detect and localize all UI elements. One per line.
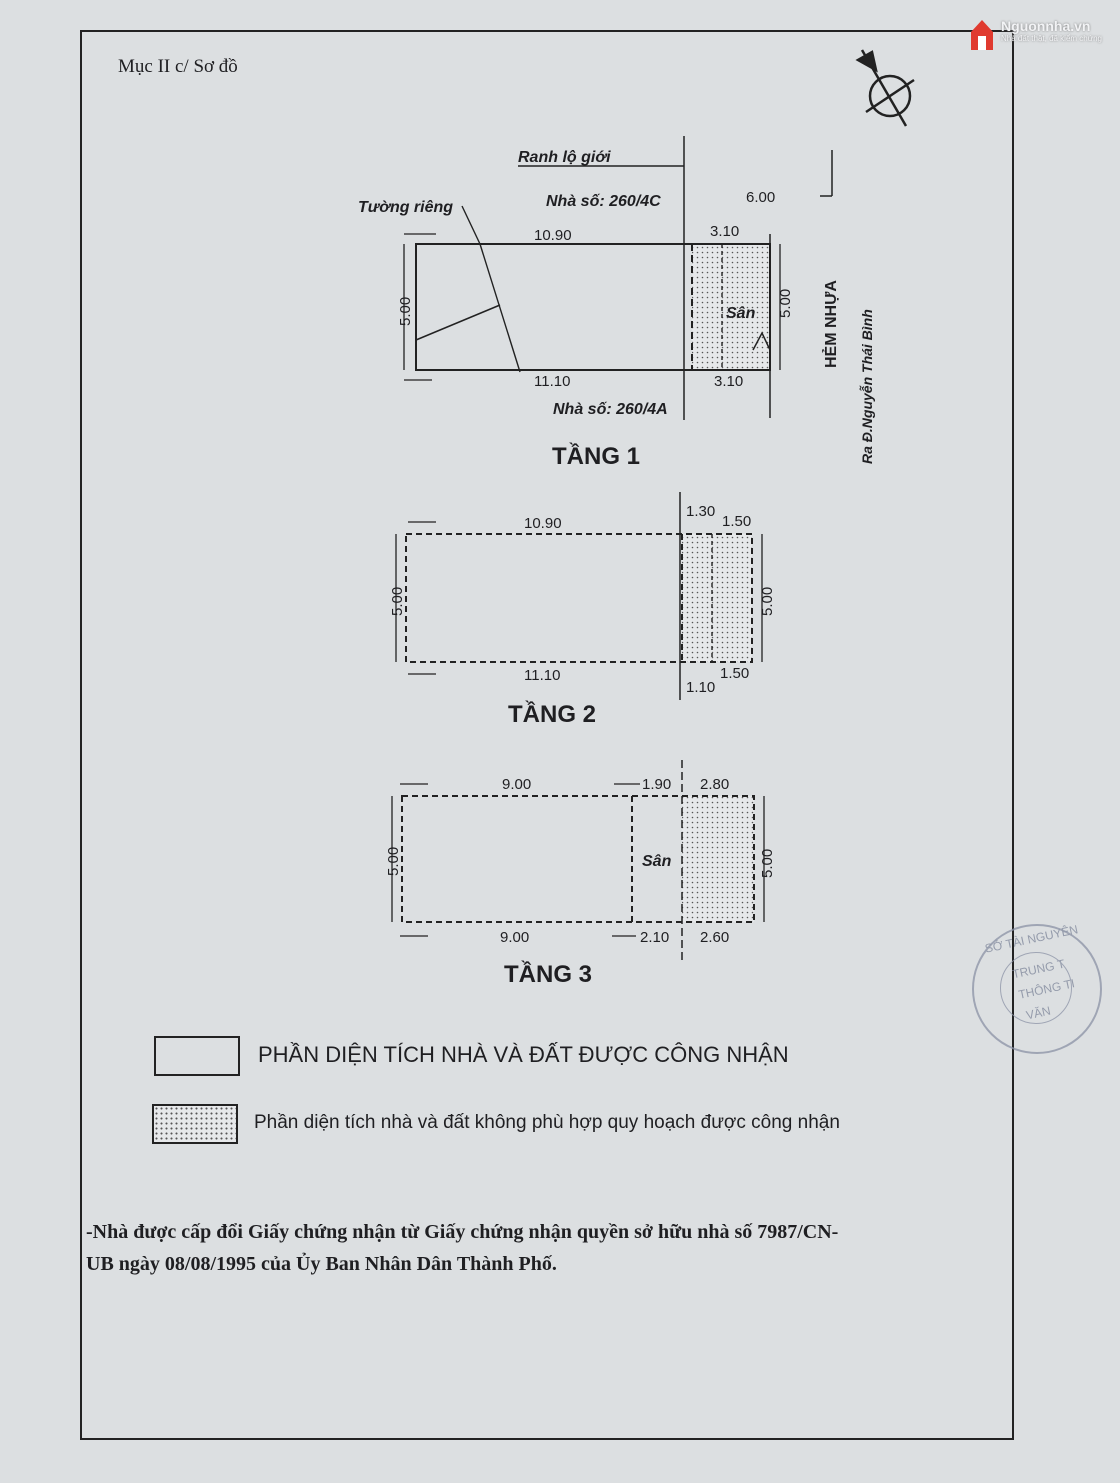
f1-dim-right: 5.00	[777, 289, 794, 318]
tuong-rieng-label: Tường riêng	[358, 199, 453, 216]
legend-recognized-label: PHẦN DIỆN TÍCH NHÀ VÀ ĐẤT ĐƯỢC CÔNG NHẬN	[258, 1042, 789, 1067]
f1-dim-bottom: 11.10	[534, 373, 570, 390]
official-stamp: SỞ TÀI NGUYÊN TRUNG T THÔNG TI VĂN	[972, 922, 1102, 1054]
floor1-san-label: Sân	[726, 305, 756, 322]
floor2-plan	[395, 492, 763, 700]
watermark: Nguonnha.vn Nhà đất thật, đã kiểm chứng	[969, 18, 1102, 52]
section-title: Mục II c/ Sơ đồ	[118, 56, 238, 77]
floor1-title: TẦNG 1	[552, 442, 640, 470]
neighbor-top-label: Nhà số: 260/4C	[546, 193, 661, 210]
f2-dim-left: 5.00	[389, 587, 406, 616]
floor3-san-label: Sân	[642, 853, 672, 870]
footnote-line-2: UB ngày 08/08/1995 của Ủy Ban Nhân Dân T…	[86, 1253, 557, 1275]
f2-dim-bottom-right: 1.50	[720, 665, 749, 682]
alley-label: HẺM NHỰA	[821, 280, 840, 368]
f2-dim-bottom: 11.10	[524, 667, 560, 684]
f2-dim-top: 10.90	[524, 515, 562, 532]
floor3-title: TẦNG 3	[504, 960, 592, 988]
f3-dim-bottom-right: 2.60	[700, 929, 729, 946]
house-logo-icon	[971, 20, 994, 50]
f3-dim-top: 9.00	[502, 776, 531, 793]
street-label: Ra Đ.Nguyễn Thái Bình	[859, 309, 875, 464]
watermark-name: Nguonnha.vn	[1001, 18, 1091, 34]
neighbor-bottom-label: Nhà số: 260/4A	[553, 401, 668, 418]
f3-dim-bottom-mid: 2.10	[640, 929, 669, 946]
f2-dim-right: 5.00	[759, 587, 776, 616]
f1-dim-top-right: 3.10	[710, 223, 739, 240]
footnote-line-1: -Nhà được cấp đổi Giấy chứng nhận từ Giấ…	[86, 1221, 839, 1243]
footnote: -Nhà được cấp đổi Giấy chứng nhận từ Giấ…	[86, 1216, 1016, 1280]
document-frame	[80, 30, 1014, 1440]
f3-dim-right: 5.00	[759, 849, 776, 878]
f1-dim-top: 10.90	[534, 227, 572, 244]
stamp-inner-text-2: THÔNG TI	[1017, 976, 1076, 1002]
floor1-plan	[403, 136, 833, 420]
legend-non-conforming-label: Phần diện tích nhà và đất không phù hợp …	[254, 1112, 840, 1133]
ranh-lo-gioi-label: Ranh lộ giới	[518, 149, 611, 166]
f1-dim-road: 6.00	[746, 189, 775, 206]
legend-swatch-non-conforming	[152, 1104, 238, 1144]
f3-dim-top-right: 2.80	[700, 776, 729, 793]
f2-dim-top-mid: 1.30	[686, 503, 715, 520]
f3-dim-top-mid: 1.90	[642, 776, 671, 793]
legend-swatch-recognized	[154, 1036, 240, 1076]
watermark-tagline: Nhà đất thật, đã kiểm chứng	[1001, 34, 1102, 43]
f3-dim-bottom: 9.00	[500, 929, 529, 946]
f3-dim-left: 5.00	[385, 847, 402, 876]
f1-dim-left: 5.00	[397, 297, 414, 326]
floor2-title: TẦNG 2	[508, 700, 596, 728]
f2-dim-top-right: 1.50	[722, 513, 751, 530]
north-arrow-icon	[855, 49, 915, 127]
stamp-inner-text-3: VĂN	[1024, 1003, 1052, 1023]
f1-dim-bottom-right: 3.10	[714, 373, 743, 390]
floor3-plan	[391, 760, 765, 962]
f2-dim-bottom-mid: 1.10	[686, 679, 715, 696]
stamp-inner-text-1: TRUNG T	[1011, 956, 1066, 982]
